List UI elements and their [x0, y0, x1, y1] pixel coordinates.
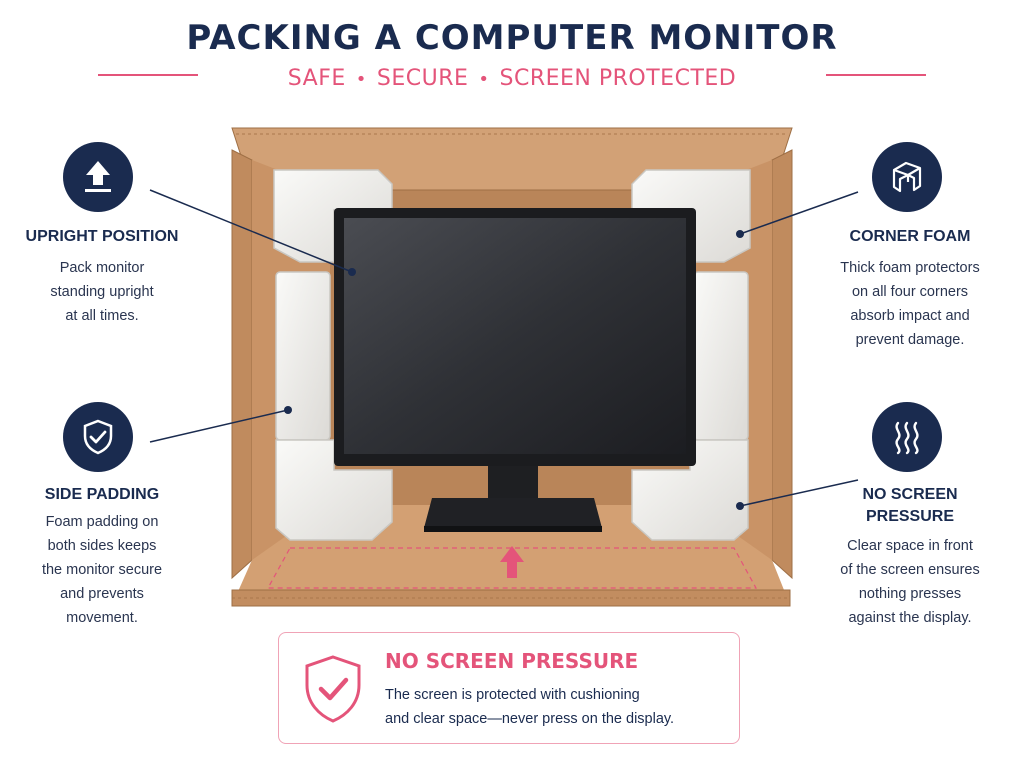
shield-check-icon	[63, 402, 133, 472]
upright-position-title: UPRIGHT POSITION	[25, 228, 179, 245]
title-rule-right	[826, 74, 926, 76]
corner-foam-text: Thick foam protectors on all four corner…	[840, 260, 980, 348]
title-rule-left	[98, 74, 198, 76]
wavy-lines-icon	[872, 402, 942, 472]
monitor	[334, 208, 696, 532]
subtitle-secure: SECURE	[376, 66, 469, 91]
page-title: PACKING A COMPUTER MONITOR	[186, 18, 838, 58]
up-arrow-icon	[63, 142, 133, 212]
side-padding-text: Foam padding on both sides keeps the mon…	[41, 514, 163, 626]
upright-position-text: Pack monitor standing upright at all tim…	[50, 260, 154, 324]
corner-foam-top-left	[273, 169, 393, 263]
leader-lines	[149, 189, 859, 510]
side-padding-title: SIDE PADDING	[44, 486, 160, 503]
monitor-screen	[344, 218, 686, 454]
corner-foam-title: CORNER FOAM	[849, 228, 971, 245]
subtitle-screen-protected: SCREEN PROTECTED	[499, 66, 737, 91]
side-padding-left	[275, 271, 331, 441]
side-padding-right	[693, 271, 749, 441]
subtitle: SAFE • SECURE • SCREEN PROTECTED	[0, 66, 1024, 91]
no-screen-pressure-notice: NO SCREEN PRESSURE The screen is protect…	[278, 632, 740, 744]
clear-space-zone	[266, 546, 758, 589]
subtitle-safe: SAFE	[287, 66, 346, 91]
notice-text: The screen is protected with cushioning …	[385, 687, 675, 727]
foam-corner-icon	[872, 142, 942, 212]
subtitle-separator: •	[355, 69, 367, 90]
no-screen-pressure-title: NO SCREEN PRESSURE	[862, 486, 958, 525]
subtitle-separator: •	[478, 69, 490, 90]
notice-title: NO SCREEN PRESSURE	[385, 649, 639, 673]
notice-shield-check-icon	[305, 655, 361, 723]
no-screen-pressure-text: Clear space in front of the screen ensur…	[840, 538, 980, 626]
